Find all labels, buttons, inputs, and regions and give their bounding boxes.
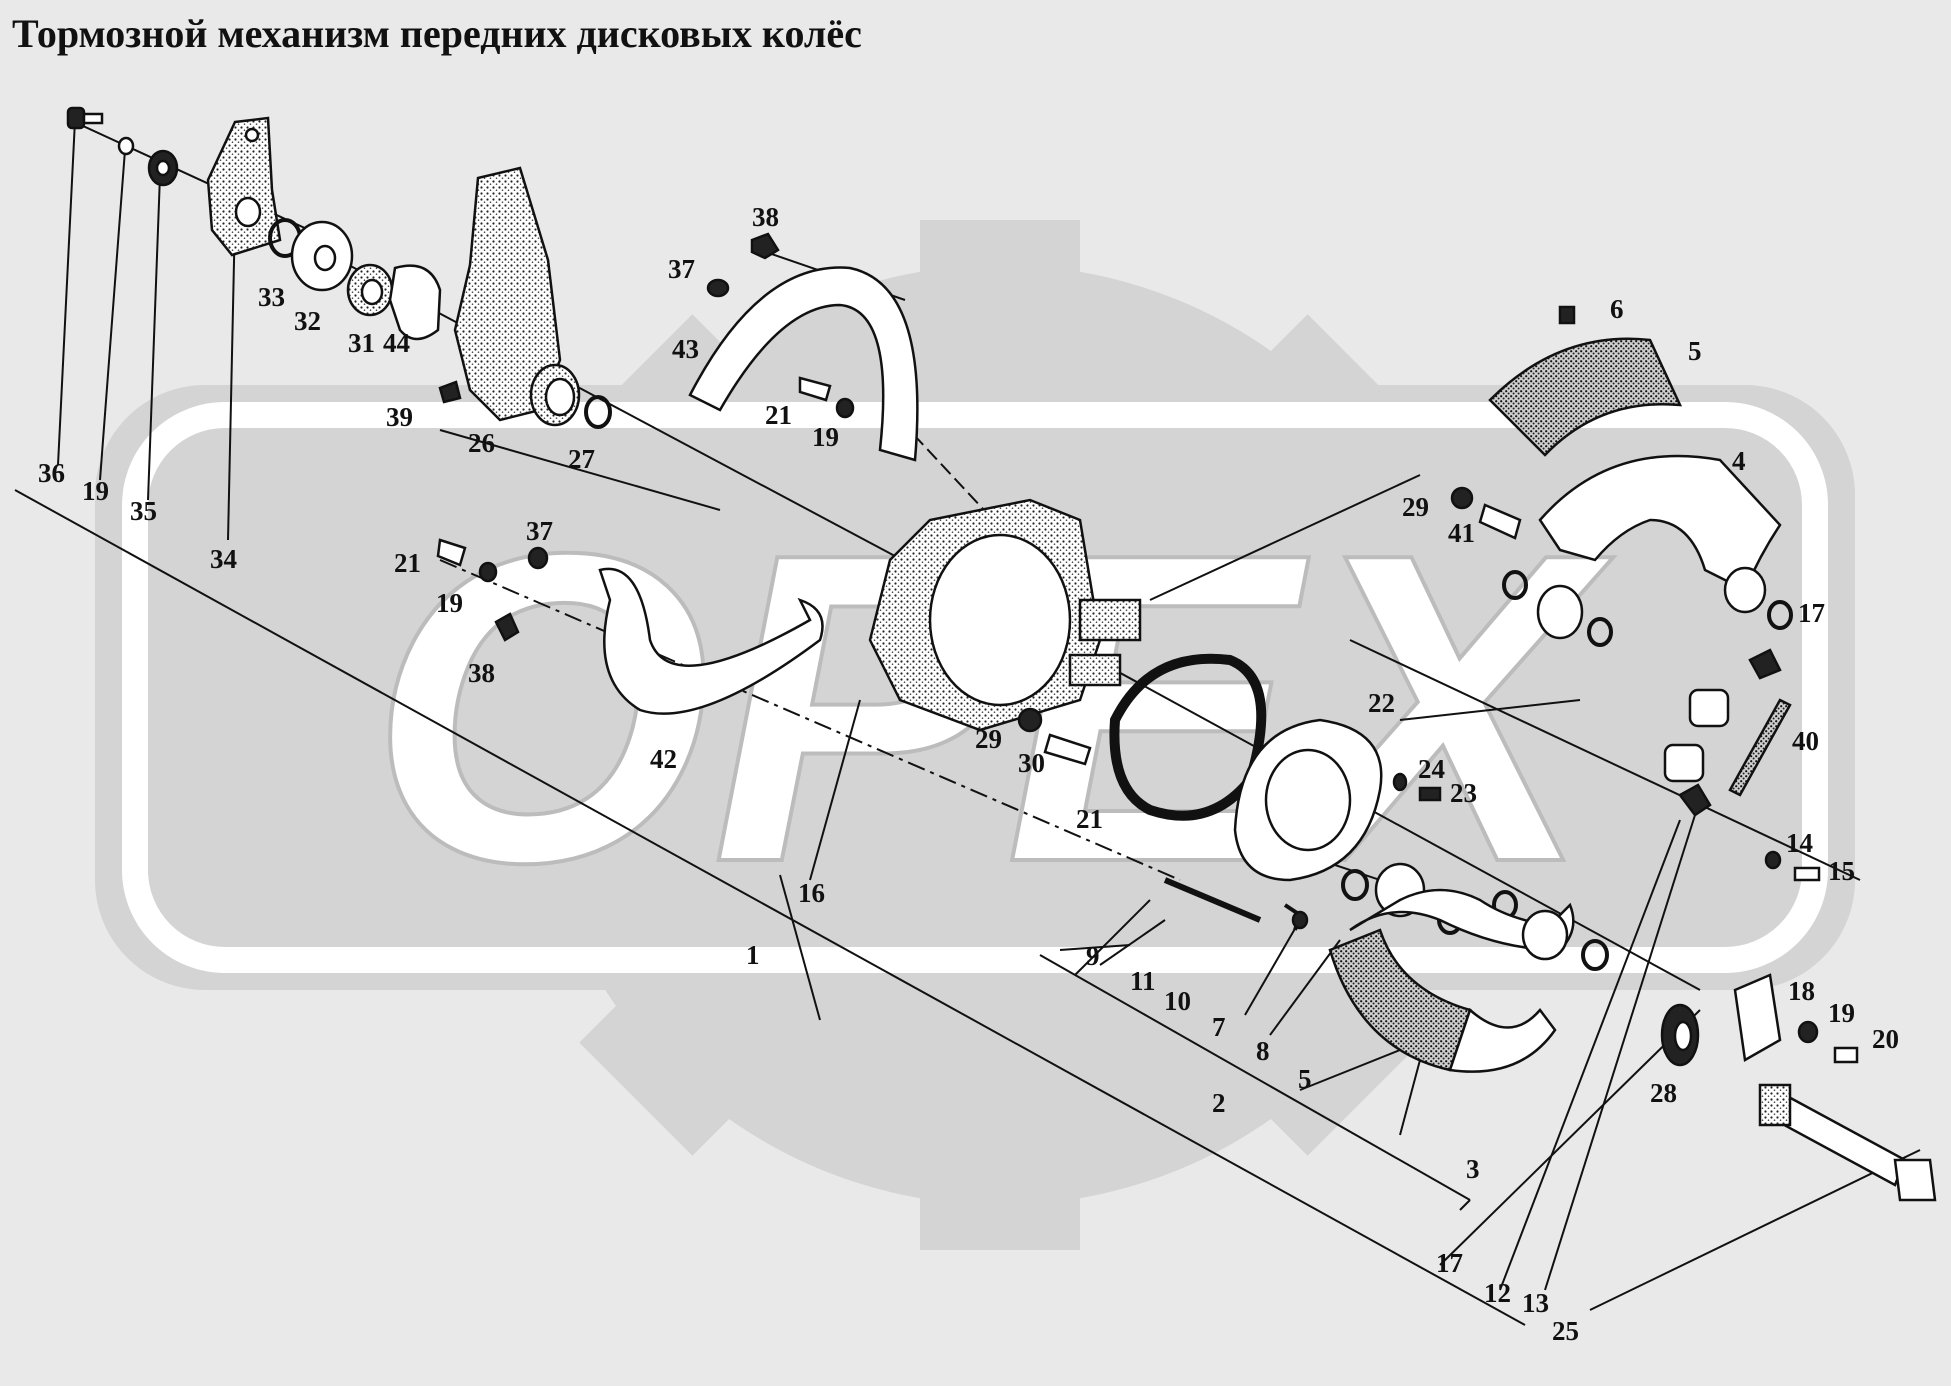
label-25: 25 bbox=[1552, 1316, 1579, 1346]
label-27: 27 bbox=[568, 444, 595, 474]
label-19: 19 bbox=[812, 422, 839, 452]
label-30: 30 bbox=[1018, 748, 1045, 778]
label-37: 37 bbox=[668, 254, 695, 284]
label-41: 41 bbox=[1448, 518, 1475, 548]
label-32: 32 bbox=[294, 306, 321, 336]
label-21: 21 bbox=[765, 400, 792, 430]
label-6: 6 bbox=[1610, 294, 1624, 324]
watermark: ОРЕХ bbox=[95, 220, 1855, 1250]
label-12: 12 bbox=[1484, 1278, 1511, 1308]
label-39: 39 bbox=[386, 402, 413, 432]
axis-lines bbox=[14, 119, 1861, 1326]
label-7: 7 bbox=[1212, 1012, 1226, 1042]
plate-18 bbox=[1733, 973, 1782, 1062]
label-44: 44 bbox=[383, 328, 410, 358]
label-29: 29 bbox=[975, 724, 1002, 754]
label-1: 1 bbox=[746, 940, 760, 970]
label-2: 2 bbox=[1212, 1088, 1226, 1118]
label-31: 31 bbox=[348, 328, 375, 358]
label-22: 22 bbox=[1368, 688, 1395, 718]
label-35: 35 bbox=[130, 496, 157, 526]
spring-40 bbox=[1728, 698, 1792, 797]
label-33: 33 bbox=[258, 282, 285, 312]
page-title: Тормозной механизм передних дисковых кол… bbox=[12, 11, 862, 56]
label-21: 21 bbox=[394, 548, 421, 578]
label-19: 19 bbox=[436, 588, 463, 618]
label-17: 17 bbox=[1798, 598, 1825, 628]
label-11: 11 bbox=[1130, 966, 1156, 996]
label-38: 38 bbox=[468, 658, 495, 688]
label-20: 20 bbox=[1872, 1024, 1899, 1054]
label-37: 37 bbox=[526, 516, 553, 546]
shield-43 bbox=[688, 266, 919, 462]
label-28: 28 bbox=[1650, 1078, 1677, 1108]
label-19: 19 bbox=[1828, 998, 1855, 1028]
label-3: 3 bbox=[1466, 1154, 1480, 1184]
label-10: 10 bbox=[1164, 986, 1191, 1016]
bracket-26 bbox=[453, 166, 562, 422]
camshaft-25 bbox=[1773, 1093, 1907, 1187]
label-4: 4 bbox=[1732, 446, 1746, 476]
label-42: 42 bbox=[650, 744, 677, 774]
label-29: 29 bbox=[1402, 492, 1429, 522]
label-8: 8 bbox=[1256, 1036, 1270, 1066]
label-23: 23 bbox=[1450, 778, 1477, 808]
bolt-36 bbox=[66, 106, 104, 130]
label-34: 34 bbox=[210, 544, 237, 574]
label-26: 26 bbox=[468, 428, 495, 458]
label-43: 43 bbox=[672, 334, 699, 364]
bracket-44 bbox=[388, 264, 442, 341]
label-15: 15 bbox=[1828, 856, 1855, 886]
parts bbox=[66, 106, 1937, 1202]
label-13: 13 bbox=[1522, 1288, 1549, 1318]
label-14: 14 bbox=[1786, 828, 1813, 858]
label-24: 24 bbox=[1418, 754, 1445, 784]
part-labels: 36 19 35 34 33 32 31 44 39 26 27 38 37 4… bbox=[38, 202, 1899, 1346]
label-19: 19 bbox=[82, 476, 109, 506]
label-18: 18 bbox=[1788, 976, 1815, 1006]
label-16: 16 bbox=[798, 878, 825, 908]
leader-lines bbox=[57, 119, 1921, 1311]
lever-34 bbox=[206, 116, 282, 257]
shield-42 bbox=[598, 567, 824, 715]
label-17: 17 bbox=[1436, 1248, 1463, 1278]
label-38: 38 bbox=[752, 202, 779, 232]
label-5: 5 bbox=[1298, 1064, 1312, 1094]
label-9: 9 bbox=[1086, 941, 1100, 971]
shoe-3 bbox=[1349, 888, 1575, 952]
lining-5-upper bbox=[1488, 337, 1683, 457]
label-36: 36 bbox=[38, 458, 65, 488]
label-21: 21 bbox=[1076, 804, 1103, 834]
label-5: 5 bbox=[1688, 336, 1702, 366]
label-40: 40 bbox=[1792, 726, 1819, 756]
